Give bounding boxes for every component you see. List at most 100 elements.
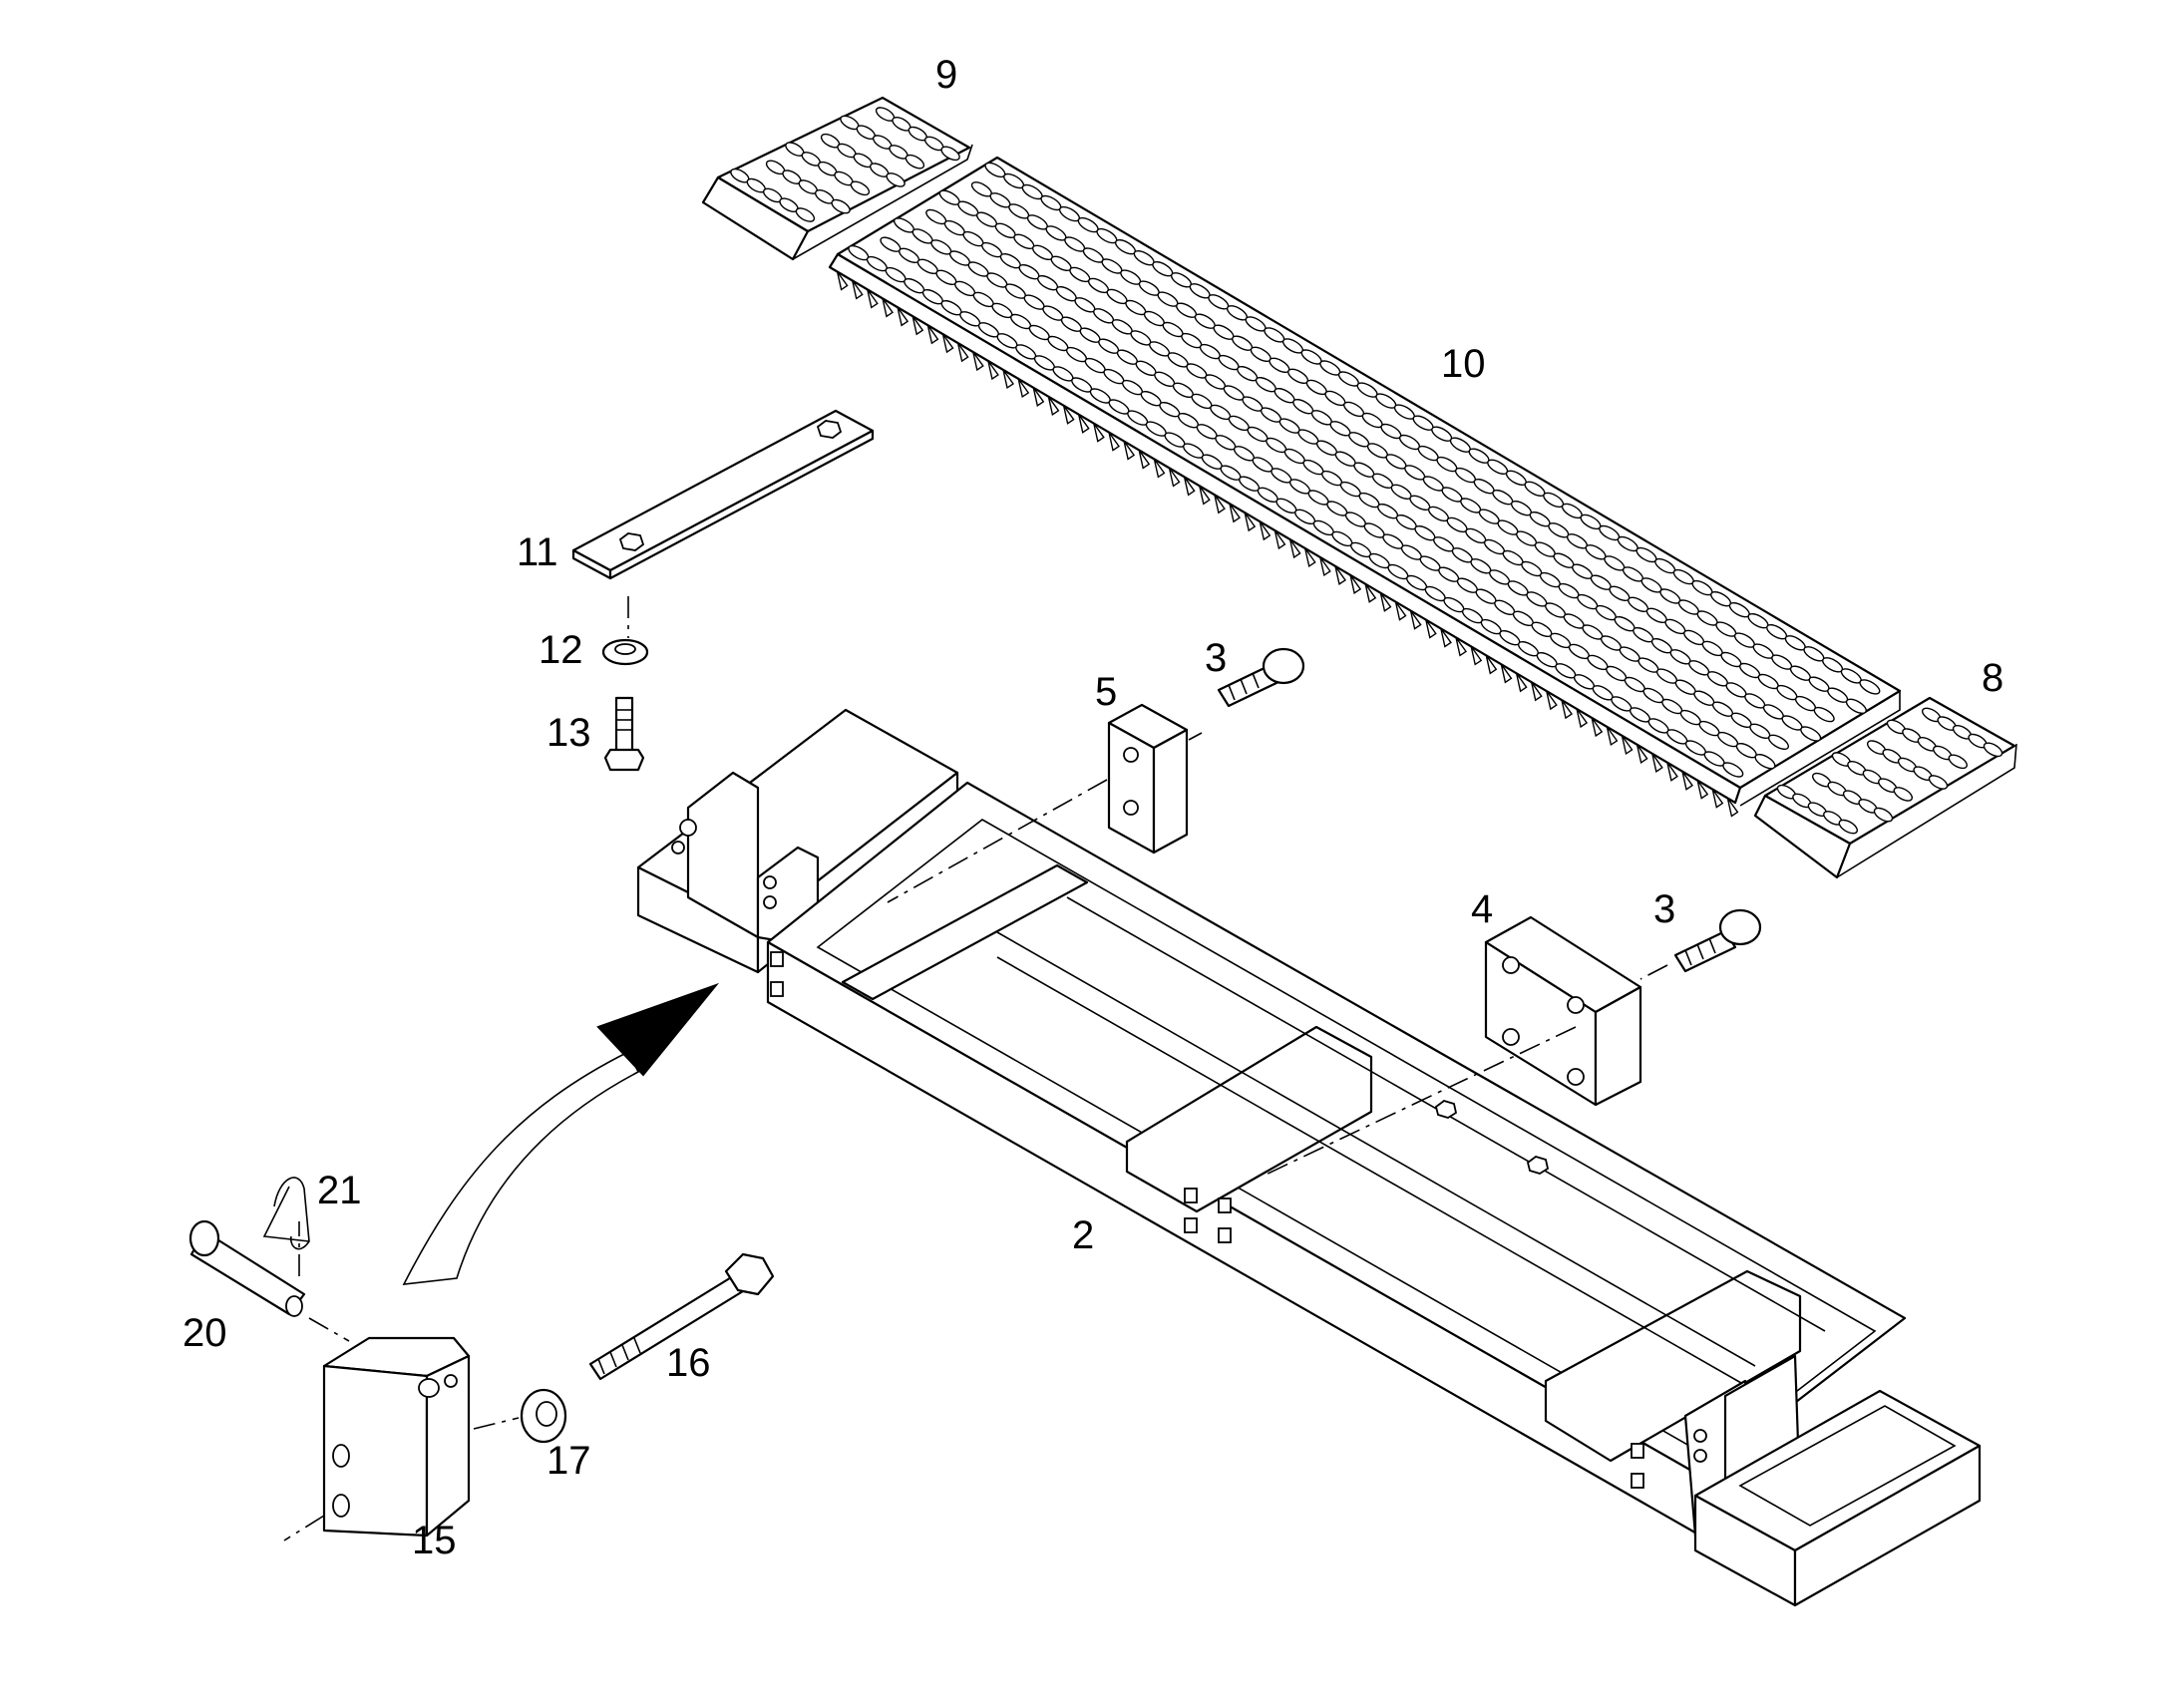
perforation (795, 207, 816, 222)
perforation (1893, 787, 1914, 802)
tread-tooth (911, 315, 924, 336)
perforation (1722, 762, 1744, 778)
tread-perforations (848, 162, 1881, 778)
tread-tooth (1229, 503, 1241, 523)
tread-tooth (1047, 396, 1060, 416)
perforation (1859, 679, 1881, 695)
tread-tooth (1153, 458, 1166, 479)
perforation (1767, 734, 1790, 750)
tread-tooth (1470, 645, 1483, 666)
perforation (1813, 706, 1835, 723)
perforation (1754, 754, 1776, 770)
tread-tooth (1214, 494, 1226, 514)
bolt-16 (588, 1252, 775, 1381)
callout-15: 15 (412, 1519, 457, 1562)
perforation (1845, 698, 1867, 714)
callout-16: 16 (666, 1341, 711, 1385)
washer-17 (520, 1388, 567, 1444)
tread-tooth (1319, 556, 1331, 577)
perforation (940, 146, 960, 162)
tread-tooth (1379, 592, 1392, 612)
tread-tooth (1485, 654, 1498, 675)
tread-grating-8 (1753, 696, 2017, 879)
tread-tooth (852, 279, 864, 300)
washer-12 (601, 638, 649, 666)
tread-tooth (1651, 753, 1663, 773)
bolt-13 (603, 696, 645, 772)
tread-teeth (836, 271, 1739, 818)
tread-tooth (1304, 547, 1316, 568)
tread-tooth (1681, 771, 1693, 791)
perforation (1838, 819, 1859, 835)
perforation (905, 154, 925, 170)
clevis-pin-20 (188, 1219, 306, 1317)
tread-tooth (972, 351, 984, 372)
tread-tooth (1500, 663, 1513, 684)
tread-tooth (1696, 780, 1709, 800)
tread-tooth (1455, 636, 1467, 657)
callout-3a: 3 (1205, 636, 1227, 680)
tread-tooth (1259, 520, 1272, 541)
callout-8: 8 (1982, 656, 2003, 700)
spring-clip-21 (262, 1177, 310, 1250)
tread-tooth (1440, 628, 1452, 648)
alignment-lines (283, 596, 1668, 1541)
tread-tooth (836, 271, 849, 291)
tread-tooth (1364, 583, 1377, 603)
hinge-block-15 (322, 1336, 471, 1537)
tread-tooth (1062, 405, 1075, 425)
tread-tooth (882, 297, 894, 318)
tread-grating-9 (701, 96, 973, 261)
perforation (1983, 742, 2003, 758)
tread-tooth (1515, 672, 1528, 693)
tread-tooth (1138, 450, 1151, 470)
tread-tooth (1273, 529, 1286, 550)
tread-tooth (941, 333, 954, 354)
tread-tooth (956, 342, 969, 363)
tread-tooth (1711, 789, 1724, 809)
callout-20: 20 (182, 1311, 227, 1355)
callout-10: 10 (1441, 342, 1486, 386)
tread-tooth (1108, 432, 1120, 452)
tread-tooth (1032, 387, 1045, 407)
tread-tooth (1425, 619, 1437, 639)
tread-tooth (1726, 798, 1739, 818)
tread-tooth (1546, 690, 1558, 711)
tread-tooth (1576, 708, 1589, 729)
tread-tooth (1349, 574, 1362, 594)
callout-21: 21 (317, 1169, 362, 1212)
callout-3b: 3 (1653, 887, 1675, 931)
tread-tooth (1168, 467, 1181, 488)
frame-2 (636, 708, 1982, 1607)
tread-tooth (1017, 378, 1030, 399)
bolt-3-upper (1217, 647, 1305, 708)
callout-5: 5 (1095, 670, 1117, 714)
tread-tooth (1561, 699, 1573, 720)
callout-17: 17 (546, 1439, 591, 1483)
tread-tooth (867, 288, 879, 309)
tread-tooth (926, 324, 939, 345)
tread-tooth (1409, 610, 1422, 630)
tread-tooth (987, 360, 999, 381)
perforation (850, 180, 871, 196)
tread-tooth (1666, 762, 1678, 782)
callout-4: 4 (1471, 887, 1493, 931)
tread-tooth (1199, 485, 1211, 506)
block-4 (1484, 915, 1642, 1107)
perforation (1948, 754, 1969, 770)
perforation (1800, 726, 1822, 742)
tread-tooth (1621, 735, 1634, 756)
perforation (1928, 775, 1949, 790)
perforation (1873, 807, 1894, 823)
short-tread-perforations (730, 107, 960, 222)
tread-tooth (1635, 744, 1648, 764)
tread-tooth (1123, 441, 1136, 461)
assembly-arrow (402, 982, 720, 1285)
tread-grating-10 (828, 156, 1902, 818)
callout-13: 13 (546, 711, 591, 755)
tread-tooth (1078, 414, 1090, 434)
tread-tooth (1334, 565, 1346, 585)
callout-12: 12 (539, 628, 583, 672)
block-5 (1107, 703, 1189, 854)
